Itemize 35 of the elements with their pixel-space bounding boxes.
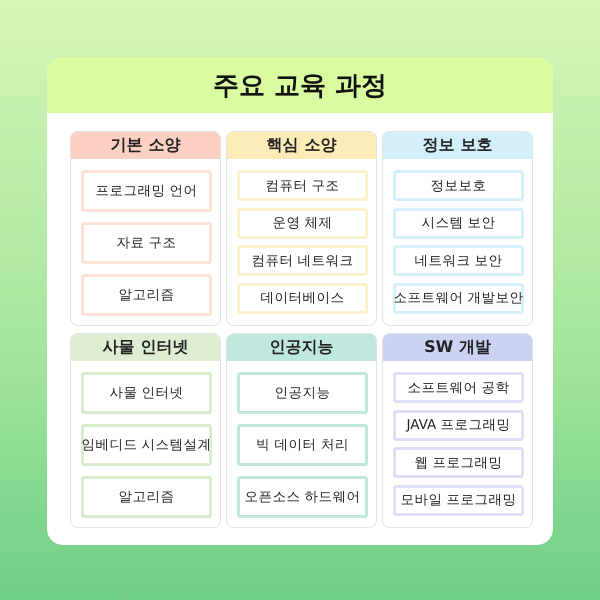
category-card [226, 333, 377, 528]
course-box: 컴퓨터 네트워크 [237, 245, 368, 276]
category-header: 사물 인터넷 [71, 334, 220, 361]
course-panel [47, 57, 553, 545]
course-box: 소프트웨어 개발보안 [393, 282, 524, 314]
category-header: 기본 소양 [71, 132, 220, 159]
category-card [226, 131, 377, 326]
category-card [382, 131, 533, 326]
course-box: 시스템 보안 [393, 208, 524, 238]
course-box: 프로그래밍 언어 [81, 170, 212, 212]
course-box: 네트워크 보안 [393, 245, 524, 276]
course-box: 운영 체제 [237, 208, 368, 238]
course-box: 임베디드 시스템설계 [81, 424, 212, 466]
course-box: 웹 프로그래밍 [393, 447, 524, 478]
course-box: 인공지능 [237, 372, 368, 414]
category-card [70, 333, 221, 528]
course-box: JAVA 프로그래밍 [393, 410, 524, 440]
category-header: 인공지능 [227, 334, 376, 361]
course-box: 데이터베이스 [237, 282, 368, 314]
category-header: 핵심 소양 [227, 132, 376, 159]
category-card [70, 131, 221, 326]
course-box: 빅 데이터 처리 [237, 424, 368, 466]
panel-title: 주요 교육 과정 [47, 57, 553, 113]
course-box: 오픈소스 하드웨어 [237, 476, 368, 518]
course-box: 자료 구조 [81, 222, 212, 264]
course-box: 사물 인터넷 [81, 372, 212, 414]
category-header: SW 개발 [383, 334, 532, 361]
course-box: 알고리즘 [81, 274, 212, 316]
course-box: 정보보호 [393, 170, 524, 201]
course-box: 소프트웨어 공학 [393, 372, 524, 403]
course-box: 알고리즘 [81, 476, 212, 518]
course-box: 컴퓨터 구조 [237, 170, 368, 201]
category-card [382, 333, 533, 528]
course-box: 모바일 프로그래밍 [393, 484, 524, 516]
category-header: 정보 보호 [383, 132, 532, 159]
